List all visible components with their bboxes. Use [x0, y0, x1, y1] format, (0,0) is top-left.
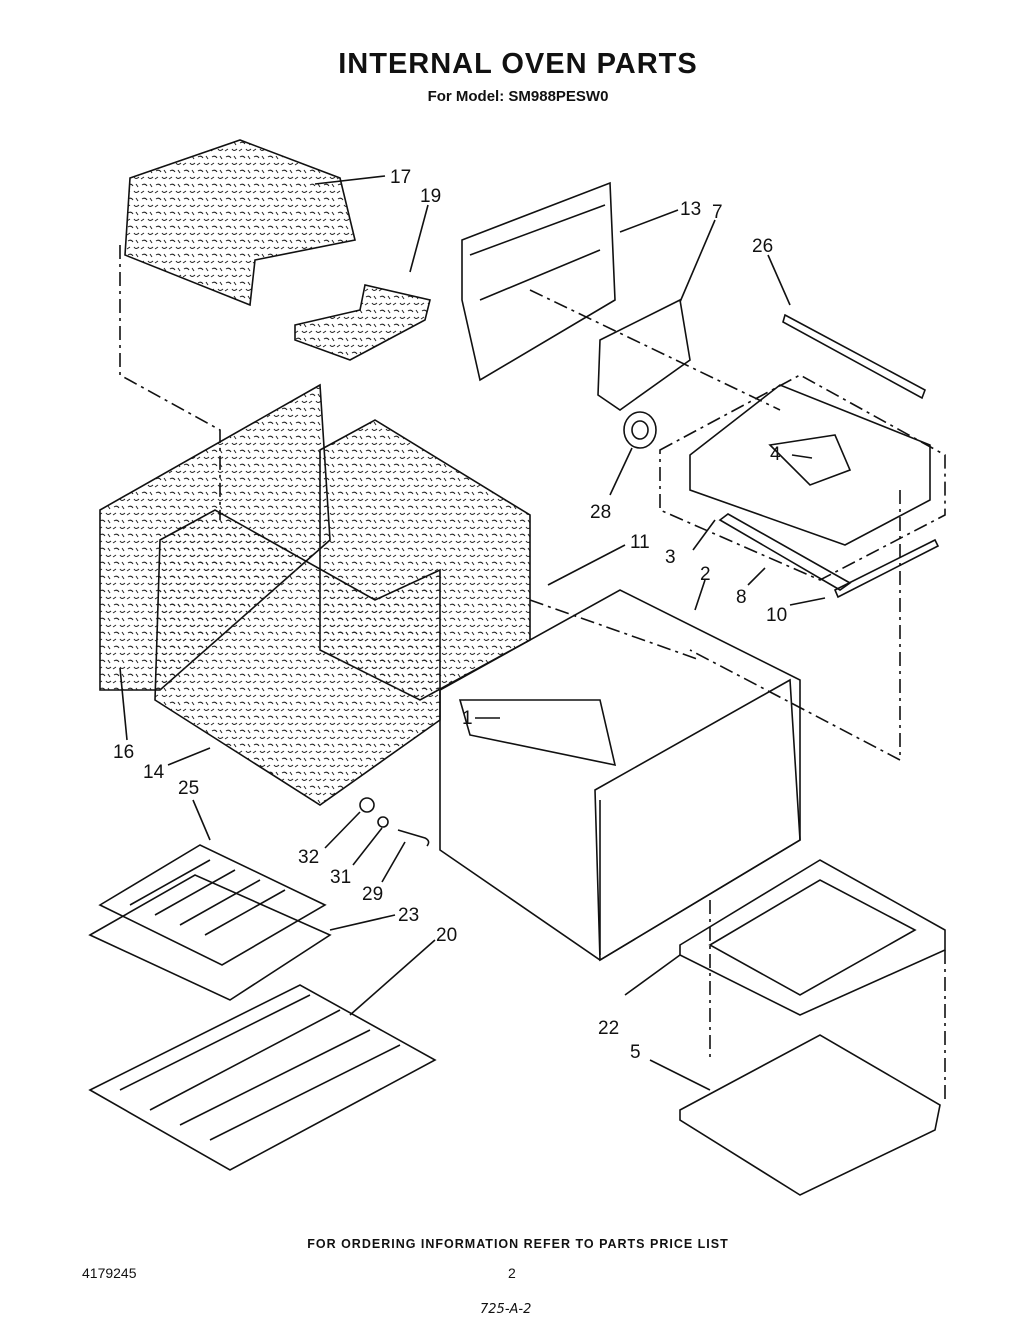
strip-part-10: [833, 538, 940, 599]
part-label: 7: [712, 202, 723, 223]
strip-part-8: [718, 513, 852, 591]
oven-rack-part-20: [88, 984, 437, 1171]
part-label: 2: [700, 564, 711, 585]
part-label: 5: [630, 1042, 641, 1063]
handwritten-code: 725-A-2: [480, 1302, 532, 1317]
part-label: 20: [436, 925, 457, 946]
oven-top-part-3: [689, 384, 931, 546]
part-label: 26: [752, 236, 773, 257]
page-number: 2: [508, 1265, 516, 1281]
part-label: 13: [680, 199, 701, 220]
bottom-pan-part-5: [679, 1034, 941, 1196]
part-label: 25: [178, 778, 199, 799]
part-label: 17: [390, 167, 411, 188]
part-label: 1: [462, 708, 473, 729]
top-insulation-part-17: [124, 139, 356, 307]
part-label: 23: [398, 905, 419, 926]
small-insulation-part-19: [294, 284, 431, 361]
washer-part-31: [377, 816, 389, 828]
part-label: 16: [113, 742, 134, 763]
part-label: 3: [665, 547, 676, 568]
part-label: 28: [590, 502, 611, 523]
ordering-info-note: FOR ORDERING INFORMATION REFER TO PARTS …: [307, 1237, 729, 1251]
duct-part-7: [597, 298, 691, 411]
part-label: 4: [770, 444, 781, 465]
part-label: 10: [766, 605, 787, 626]
model-line: For Model: SM988PESW0: [427, 88, 609, 105]
page-title: INTERNAL OVEN PARTS: [338, 48, 698, 80]
broiler-grid-part-25: [98, 844, 327, 966]
rod-part-26: [782, 313, 926, 400]
broiler-pan-part-23: [88, 874, 332, 1001]
part-label: 31: [330, 867, 351, 888]
document-number: 4179245: [82, 1265, 137, 1281]
part-label: 19: [420, 186, 441, 207]
part-label: 29: [362, 884, 383, 905]
gasket-part-1: [458, 699, 617, 767]
hook-part-29: [397, 829, 430, 847]
rear-panel-part-13: [461, 181, 616, 382]
fan-ring-part-28: [623, 411, 657, 449]
bracket-part-4: [768, 434, 852, 486]
frame-part-22: [679, 859, 946, 1016]
part-label: 8: [736, 587, 747, 608]
part-label: 11: [630, 532, 650, 553]
part-label: 22: [598, 1018, 619, 1039]
insulation-wrap-part-14: [154, 509, 441, 806]
part-label: 14: [143, 762, 165, 783]
part-label: 32: [298, 847, 319, 868]
nut-part-32: [359, 797, 375, 813]
